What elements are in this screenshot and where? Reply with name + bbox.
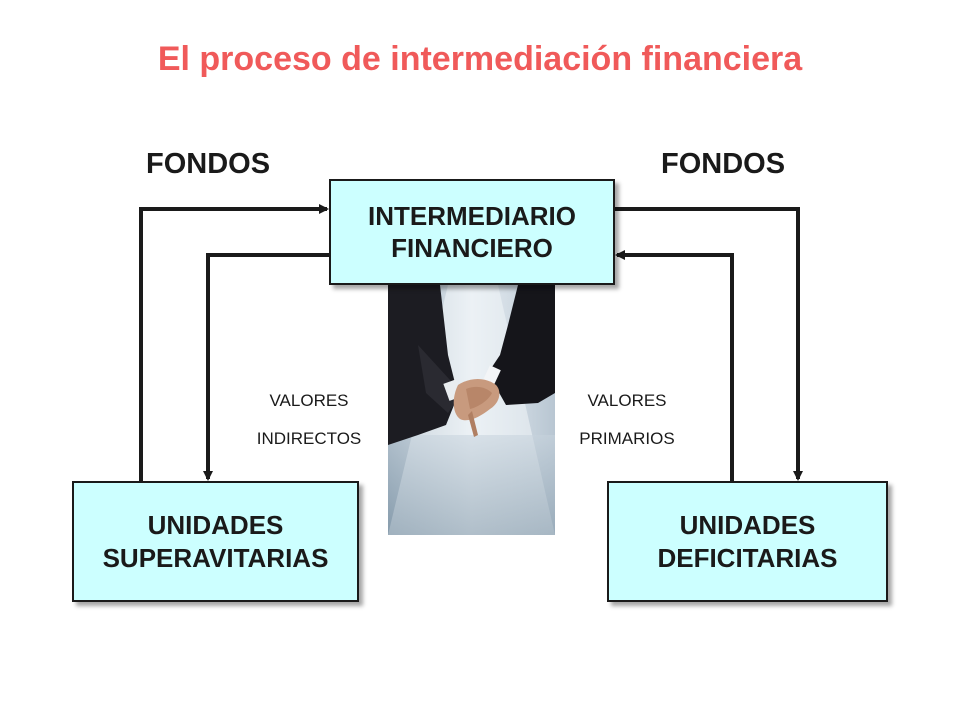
handshake-illustration — [388, 285, 555, 535]
fondos-right-arrow — [615, 207, 803, 481]
fondos-right-label: FONDOS — [661, 148, 786, 180]
valores-primarios-line2: PRIMARIOS — [579, 429, 675, 448]
superavitarias-line2: SUPERAVITARIAS — [102, 542, 329, 573]
valores-primarios-line1: VALORES — [587, 391, 667, 410]
unidades-superavitarias-box: UNIDADES SUPERAVITARIAS — [72, 481, 359, 602]
page-title: El proceso de intermediación financiera — [157, 40, 803, 78]
deficitarias-line2: DEFICITARIAS — [657, 542, 838, 573]
valores-indirectos-label: VALORES INDIRECTOS — [245, 382, 373, 458]
intermediario-line2: FINANCIERO — [391, 233, 553, 263]
superavitarias-line1: UNIDADES — [147, 510, 284, 540]
unidades-deficitarias-box: UNIDADES DEFICITARIAS — [607, 481, 888, 602]
handshake-photo — [388, 285, 555, 535]
fondos-left-label: FONDOS — [146, 148, 271, 180]
intermediario-line1: INTERMEDIARIO — [368, 200, 576, 231]
valores-primarios-label: VALORES PRIMARIOS — [565, 382, 689, 458]
deficitarias-line1: UNIDADES — [679, 510, 816, 540]
valores-primarios-arrow — [615, 250, 734, 481]
intermediario-financiero-box: INTERMEDIARIO FINANCIERO — [329, 179, 615, 285]
fondos-left-arrow — [139, 204, 329, 481]
valores-indirectos-line1: VALORES — [269, 391, 349, 410]
valores-indirectos-arrow — [203, 253, 329, 481]
valores-indirectos-line2: INDIRECTOS — [256, 429, 362, 448]
